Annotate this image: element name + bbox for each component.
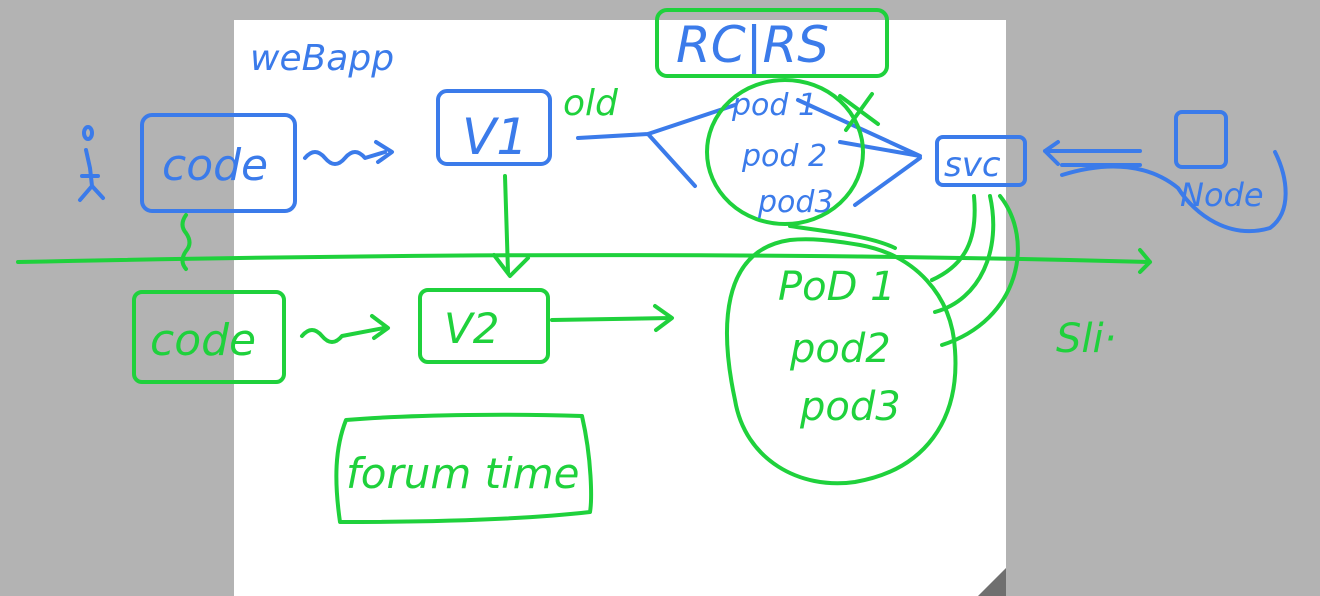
v2-label: V2 <box>444 304 499 353</box>
node-label: Node <box>1180 176 1264 214</box>
v1-label: V1 <box>462 108 528 166</box>
pod3-bottom-label: pod3 <box>799 384 901 430</box>
pod1-bottom-label: PoD 1 <box>778 264 896 310</box>
svc-label: svc <box>944 145 1001 185</box>
v2-out-arrow <box>550 304 674 332</box>
forum-time-label: forum time <box>346 449 580 498</box>
pod2-bottom-label: pod2 <box>789 326 891 372</box>
svc-curve-3 <box>940 194 1020 347</box>
sli-label: Sli· <box>1056 316 1116 362</box>
stick-figure-icon <box>78 125 105 202</box>
code-bottom-label: code <box>150 315 256 366</box>
rc-rs-box <box>655 8 889 78</box>
page-fold-corner <box>978 568 1006 596</box>
code-box-bottom <box>132 290 286 384</box>
svc-curve-1 <box>930 194 977 282</box>
code-link-squiggle <box>180 213 192 271</box>
pod2-top-label: pod 2 <box>741 139 827 174</box>
squiggle-arrow-bottom <box>300 314 390 344</box>
node-outline <box>1060 150 1288 234</box>
v1-box <box>436 89 552 166</box>
pods-circle-link <box>788 224 897 250</box>
forum-time-box <box>334 412 594 524</box>
v2-box <box>418 288 550 364</box>
pods-blob-bottom <box>725 237 958 486</box>
pods-circle-top <box>705 78 865 226</box>
whiteboard-page <box>234 20 1006 596</box>
svc-box <box>935 135 1027 187</box>
rc-rs-label: RC|RS <box>676 16 829 74</box>
timeline-arrow <box>16 248 1152 274</box>
code-top-label: code <box>162 140 268 191</box>
code-box-top <box>140 113 297 213</box>
pod1-top-label: pod 1 <box>731 88 817 123</box>
svc-curve-2 <box>933 194 996 314</box>
node-box-icon <box>1174 110 1228 169</box>
node-to-svc-arrow <box>1043 140 1142 167</box>
old-label: old <box>563 83 619 124</box>
squiggle-arrow-top <box>303 140 394 166</box>
pod3-top-label: pod3 <box>757 185 834 220</box>
webapp-label: weBapp <box>250 38 394 79</box>
v1-to-v2-arrow <box>492 174 530 278</box>
cross-mark-icon <box>838 92 880 132</box>
